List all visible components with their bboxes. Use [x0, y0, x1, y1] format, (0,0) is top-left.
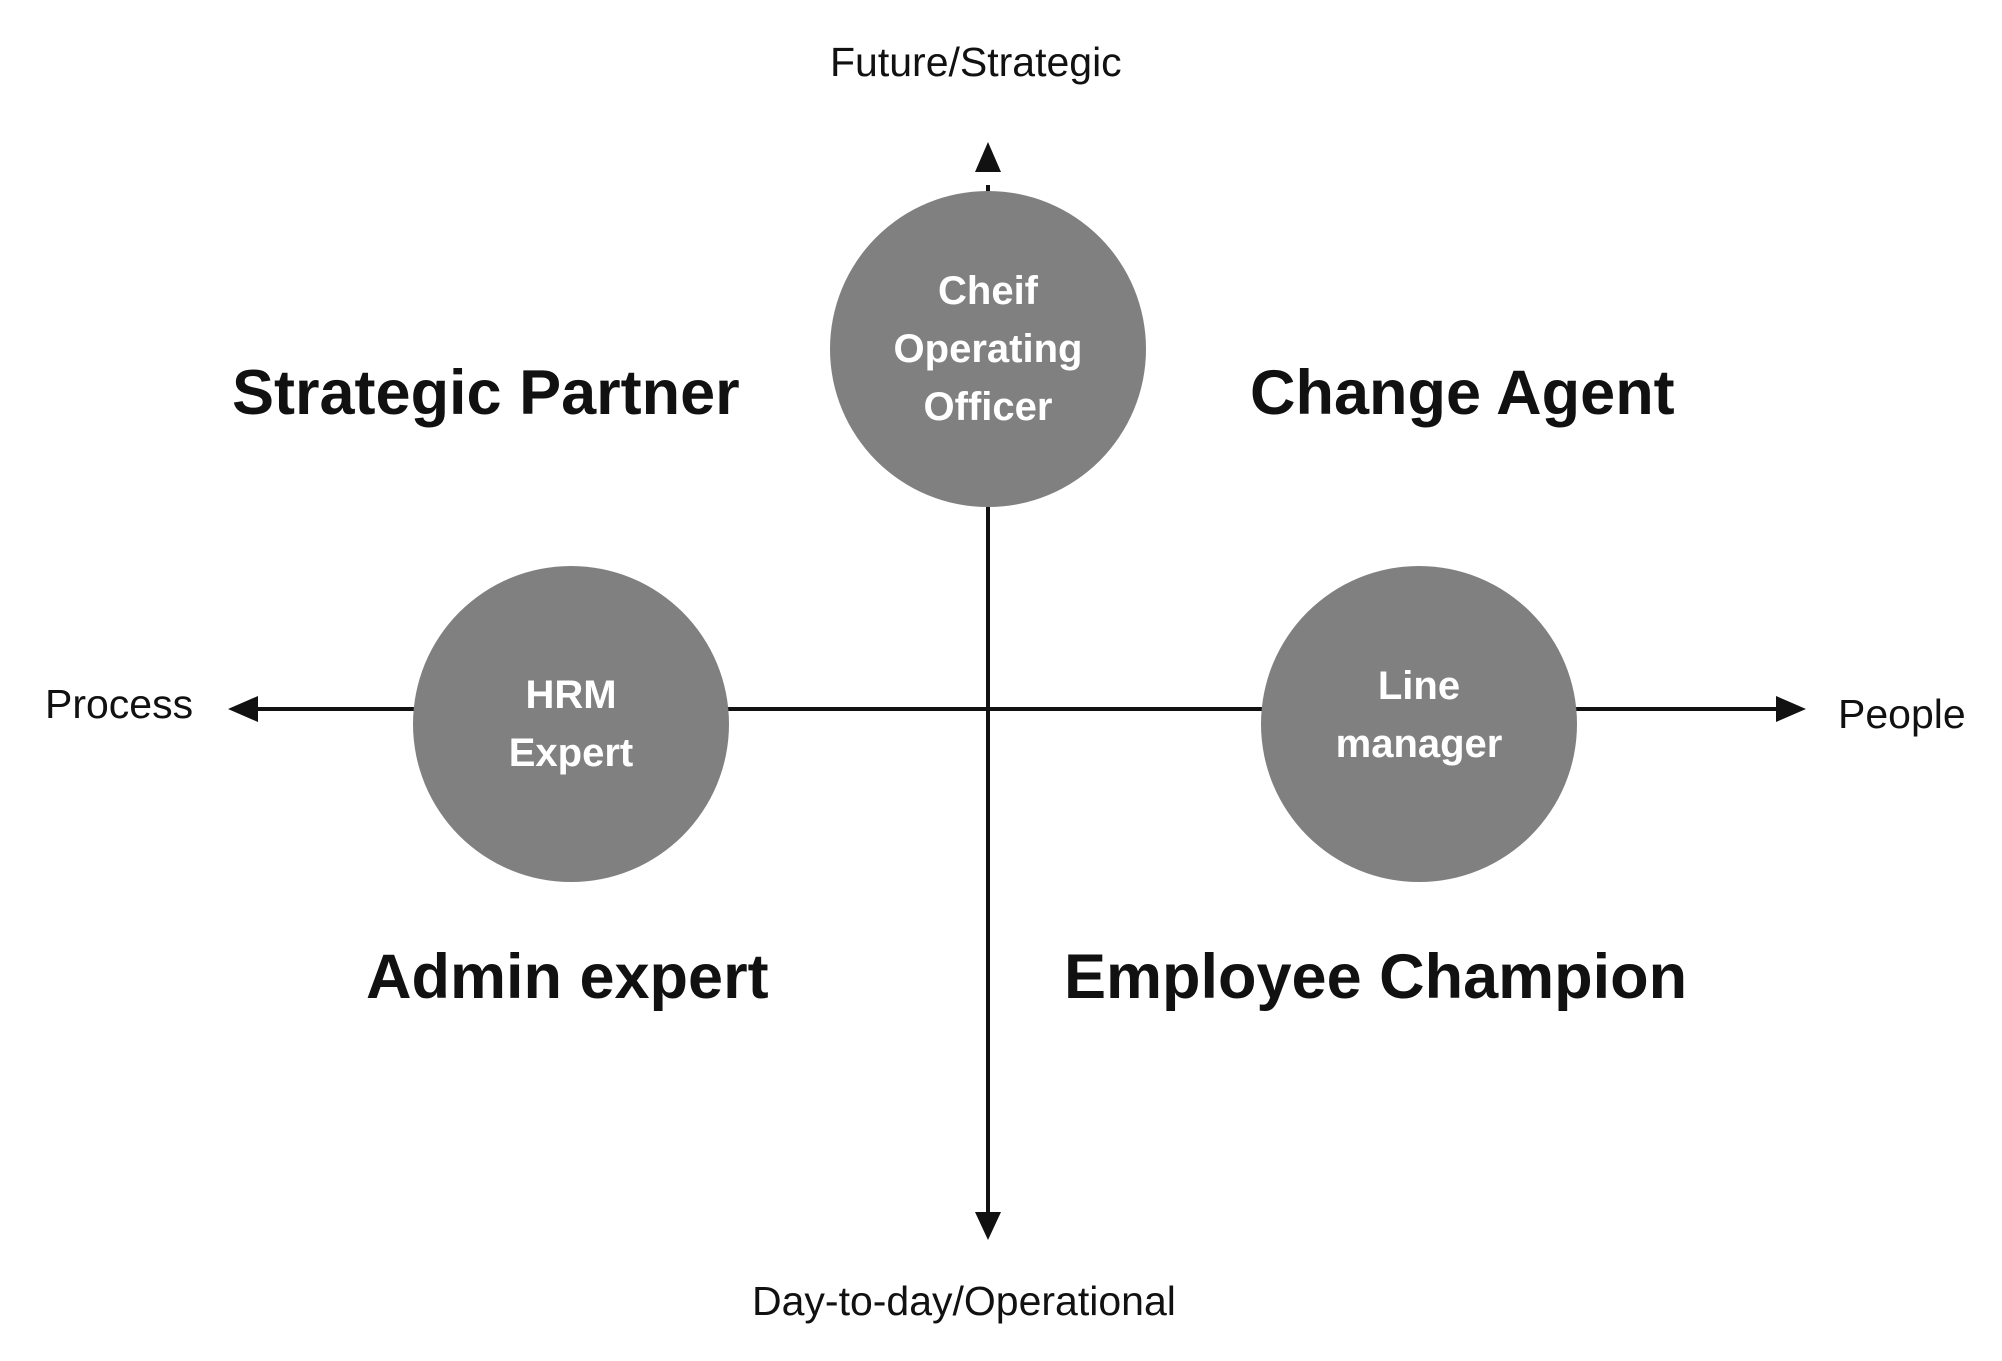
role-circle-line-manager: Line manager	[1261, 566, 1577, 882]
quadrant-label-admin-expert: Admin expert	[366, 942, 769, 1012]
quadrant-label-change-agent: Change Agent	[1250, 358, 1675, 428]
axis-label-right: People	[1838, 691, 1966, 737]
arrow-up-icon	[975, 142, 1001, 172]
role-label-coo: Cheif Operating Officer	[893, 269, 1083, 429]
arrow-left-icon	[228, 696, 258, 722]
arrow-down-icon	[975, 1212, 1001, 1240]
role-label-hrm-expert: HRM Expert	[508, 673, 634, 775]
axis-label-left: Process	[45, 681, 194, 727]
role-circle-hrm-expert: HRM Expert	[413, 566, 729, 882]
quadrant-label-strategic-partner: Strategic Partner	[232, 358, 740, 428]
quadrant-label-employee-champion: Employee Champion	[1064, 942, 1688, 1012]
arrow-right-icon	[1776, 696, 1806, 722]
role-label-line-manager: Line manager	[1335, 664, 1503, 766]
role-circle-coo: Cheif Operating Officer	[830, 191, 1146, 507]
axis-label-bottom: Day-to-day/Operational	[752, 1278, 1176, 1324]
axis-label-top: Future/Strategic	[830, 39, 1122, 85]
